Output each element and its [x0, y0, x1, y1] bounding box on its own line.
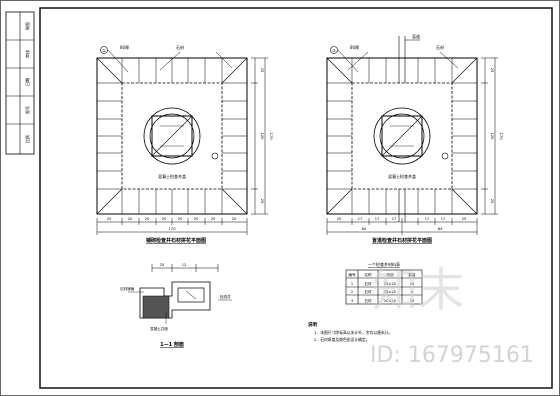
right-callout-2: 80厚: [350, 45, 359, 50]
notes-heading: 说明: [308, 321, 317, 328]
table-cell: 石材: [364, 281, 372, 286]
table-cell: 石材: [364, 298, 372, 303]
table-header-cell: 编号: [348, 272, 356, 277]
table-cell: 25×20: [384, 282, 397, 286]
right-dim-b7: 25: [462, 217, 467, 221]
table-cell: 14: [410, 282, 415, 286]
watermark-id: ID: 167975161: [370, 343, 534, 368]
watermark-brand: 知末: [372, 263, 464, 317]
section-dim-2: 12: [182, 263, 187, 267]
table-cell: 2: [351, 290, 353, 294]
table-cell: 3: [351, 299, 353, 303]
right-dim-r2: 120: [490, 133, 494, 141]
table-cell: 石材: [364, 289, 372, 294]
right-dim-r1: 25: [490, 68, 494, 73]
right-callout-1: ②: [332, 48, 336, 53]
section-title: 1—1 剖面: [160, 341, 184, 348]
notes-line-2: 2、石材厚度及颜色由设计确定。: [314, 337, 370, 342]
left-plan-title: 铺砌检查井石材拼花平面图: [146, 237, 206, 244]
table-cell: 20×20: [384, 299, 397, 303]
right-plan-title: 盲道检查井石材拼花平面图: [372, 237, 432, 244]
table-header-cell: 规格: [386, 272, 394, 277]
right-dim-r3: 25: [490, 199, 494, 204]
left-callout-1: ①: [102, 48, 106, 53]
left-plan: [96, 46, 268, 235]
left-dim-b6: 20: [194, 217, 199, 221]
left-plan-labels: ① 80厚 石材 混凝土检查井盖 25 20 20 20 20 20 20 25…: [102, 44, 274, 244]
left-dim-r2: 120: [260, 133, 264, 141]
title-cell-5: 比例: [24, 135, 30, 143]
section-dim-1: 25: [160, 263, 165, 267]
drawing-frame: [39, 7, 553, 389]
right-dim-b2: 17: [358, 217, 363, 221]
right-dim-b4: 17: [392, 217, 397, 221]
left-dim-b4: 20: [162, 217, 167, 221]
left-dim-total: 170: [168, 226, 176, 231]
left-inner-label: 混凝土检查井盖: [158, 173, 186, 179]
left-dim-r-total: 170: [269, 132, 274, 140]
right-dim-half-2: 84: [438, 226, 443, 231]
right-dim-b1: 25: [337, 217, 342, 221]
title-cell-2: 审核: [24, 50, 30, 58]
right-dim-half-1: 84: [362, 226, 367, 231]
title-cell-1: 制图: [24, 22, 30, 30]
table-title: 一个检查井材料表: [368, 261, 400, 267]
left-dim-b5: 20: [178, 217, 183, 221]
section-label-3: 混凝土井座: [150, 326, 168, 331]
table-header-cell: 名称: [364, 272, 372, 277]
left-callout-2: 80厚: [120, 45, 129, 50]
left-dim-b1: 25: [107, 217, 112, 221]
left-dim-b3: 20: [145, 217, 150, 221]
right-pipe-label: 盲道: [412, 33, 420, 39]
left-dim-b2: 20: [128, 217, 133, 221]
left-dim-b8: 25: [232, 217, 237, 221]
left-callout-3: 石材: [176, 44, 184, 50]
left-dim-r3: 25: [260, 199, 264, 204]
table-cell: 16: [410, 299, 415, 303]
title-cell-4: 图号: [24, 106, 30, 114]
right-callout-3: 石材: [436, 44, 444, 50]
title-block: 制图 审核 日期 图号 比例: [5, 11, 35, 155]
notes: 说明 1、本图尺寸除标高以米计外，余均以厘米计。 2、石材厚度及颜色由设计确定。: [308, 321, 392, 342]
table-cell: 4: [411, 290, 414, 294]
table-header-cell: 数量: [408, 272, 416, 277]
right-dim-r-total: 170: [499, 132, 504, 140]
watermark: 知末 ID: 167975161: [370, 263, 534, 368]
left-dim-r1: 25: [260, 68, 264, 73]
section-labels: 25 12 石材铺面 检查井 混凝土井座 1—1 剖面: [120, 263, 231, 348]
left-dim-b7: 20: [211, 217, 216, 221]
right-dim-b6: 17: [441, 217, 446, 221]
section-detail: [128, 264, 232, 324]
right-plan-labels: ② 80厚 石材 盲道 混凝土检查井盖 25 17 17 17 17 17 25…: [332, 33, 504, 244]
material-table: 一个检查井材料表 编号 名称 规格 数量 1 石材 25×20 14 2 石材 25×25 4 3 石材 2…: [345, 261, 423, 305]
section-label-2: 检查井: [220, 294, 231, 299]
table-cell: 25×25: [384, 290, 396, 294]
right-dim-b5: 17: [425, 217, 430, 221]
right-plan: [326, 36, 498, 235]
right-inner-label: 混凝土检查井盖: [388, 173, 416, 179]
right-dim-b3: 17: [375, 217, 380, 221]
notes-line-1: 1、本图尺寸除标高以米计外，余均以厘米计。: [314, 330, 392, 335]
section-label-1: 石材铺面: [120, 286, 135, 291]
title-cell-3: 日期: [24, 78, 30, 86]
table-cell: 1: [351, 282, 353, 286]
